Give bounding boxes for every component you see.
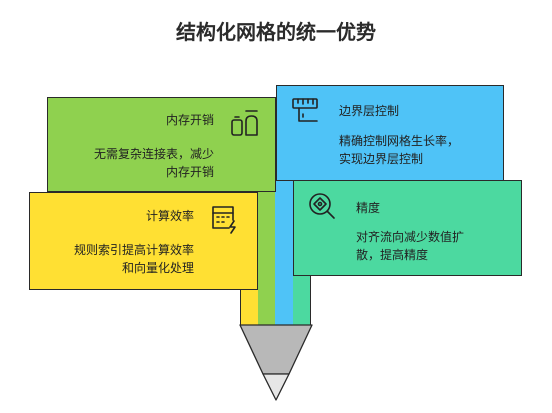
card-precision-desc-line1: 对齐流向减少数值扩: [356, 230, 465, 244]
stem-memory: [258, 192, 275, 326]
card-compute: 计算效率 规则索引提高计算效率 和向量化处理: [29, 192, 258, 290]
card-memory: 内存开销 无需复杂连接表，减少 内存开销: [47, 97, 276, 192]
card-boundary-desc: 精确控制网格生长率， 实现边界层控制: [339, 132, 459, 168]
stem-boundary: [275, 181, 293, 326]
funnel-icon: [239, 324, 313, 401]
card-compute-desc: 规则索引提高计算效率 和向量化处理: [74, 241, 194, 277]
memory-icon: [231, 110, 258, 136]
diagram-title: 结构化网格的统一优势: [176, 20, 376, 44]
card-precision: 精度 对齐流向减少数值扩 散，提高精度: [293, 180, 522, 276]
card-precision-desc: 对齐流向减少数值扩 散，提高精度: [356, 228, 464, 264]
card-memory-desc-line2: 内存开销: [165, 165, 214, 179]
stem-compute: [240, 290, 258, 326]
target-search-icon: [309, 193, 335, 219]
card-boundary-desc-line1: 精确控制网格生长率，: [339, 134, 460, 148]
stem-precision: [293, 276, 311, 326]
card-memory-desc-line1: 无需复杂连接表，减少: [93, 147, 214, 161]
card-memory-title: 内存开销: [165, 113, 214, 127]
card-compute-desc-line1: 规则索引提高计算效率: [73, 243, 194, 257]
card-precision-desc-line2: 散，提高精度: [356, 248, 429, 262]
card-precision-title: 精度: [356, 201, 381, 215]
calculator-icon: [212, 206, 236, 234]
card-boundary-desc-line2: 实现边界层控制: [339, 152, 424, 166]
card-compute-title: 计算效率: [145, 209, 194, 223]
card-boundary-title: 边界层控制: [339, 104, 400, 118]
card-boundary: 边界层控制 精确控制网格生长率， 实现边界层控制: [276, 85, 504, 181]
ruler-icon: [292, 98, 318, 122]
card-memory-desc: 无需复杂连接表，减少 内存开销: [94, 145, 214, 181]
card-compute-desc-line2: 和向量化处理: [121, 261, 194, 275]
